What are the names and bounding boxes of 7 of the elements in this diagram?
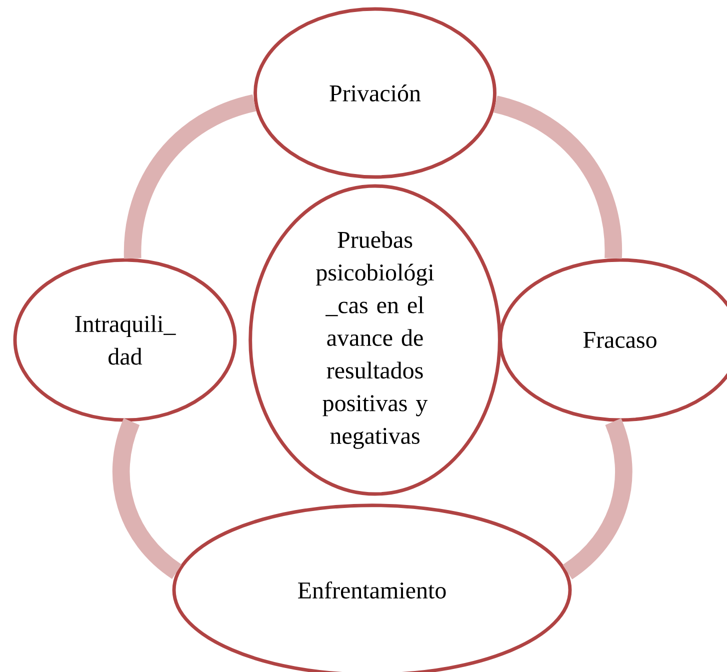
ellipse-node: Privación — [254, 7, 496, 179]
ring-arc — [112, 418, 182, 579]
ellipse-node: Intraquili_ dad — [13, 258, 237, 422]
ring-arc — [124, 94, 257, 259]
ring-arc — [562, 418, 632, 580]
ring-arc — [493, 96, 622, 258]
ellipse-node: Pruebas psicobiológi _cas en el avance de resultados positivas y negativas — [248, 184, 502, 496]
